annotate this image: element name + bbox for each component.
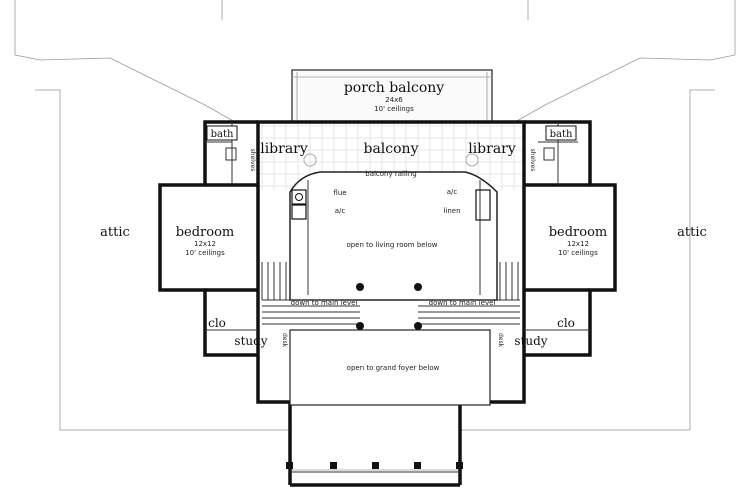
balcony-grid [260,124,522,190]
bath-right-label: bath [550,129,573,140]
open-living-note: open to living room below [346,241,437,249]
porch-balcony-label: porch balcony [344,80,444,96]
porch-balcony-ceiling: 10' ceilings [374,105,414,113]
down-main-right-note: down to main level [429,299,496,307]
study-left-label: study [234,334,267,348]
open-living-area [289,171,498,301]
porch-balcony-area [291,69,493,123]
library-left-label: library [260,141,308,157]
down-main-left-note: down to main level [291,299,358,307]
bedroom-left-label: bedroom [176,225,235,240]
ac-left-note: a/c [335,207,346,215]
flue-note: flue [333,189,346,197]
bedroom-left-size: 12x12 [194,240,216,248]
shelves-right-note: shelves [529,149,536,172]
bedroom-right-size: 12x12 [567,240,589,248]
bath-left-label: bath [211,129,234,140]
fixtures [225,147,555,221]
bedroom-right-ceiling: 10' ceilings [558,249,598,257]
clo-left-label: clo [208,316,226,330]
attic-right-label: attic [677,225,707,240]
porch-columns [286,462,463,473]
open-foyer-note: open to grand foyer below [347,364,440,372]
attic-left-label: attic [100,225,130,240]
linen-note: linen [443,207,460,215]
stairs-right [418,262,520,325]
clo-right-label: clo [557,316,575,330]
ac-right-note: a/c [447,188,458,196]
desk-left-note: desk [281,333,288,348]
balcony-railing-label: balcony railing [365,170,417,178]
roof-outline [14,0,736,471]
shelves-left-note: shelves [249,149,256,172]
stair-posts [356,283,422,330]
open-foyer-area [289,329,491,406]
porch-balcony-size: 24x6 [385,96,403,104]
library-right-label: library [468,141,516,157]
balcony-label: balcony [364,141,419,157]
study-right-label: study [514,334,547,348]
bedroom-right-label: bedroom [549,225,608,240]
bedroom-left-ceiling: 10' ceilings [185,249,225,257]
stairs-left [261,262,360,325]
desk-right-note: desk [497,333,504,348]
